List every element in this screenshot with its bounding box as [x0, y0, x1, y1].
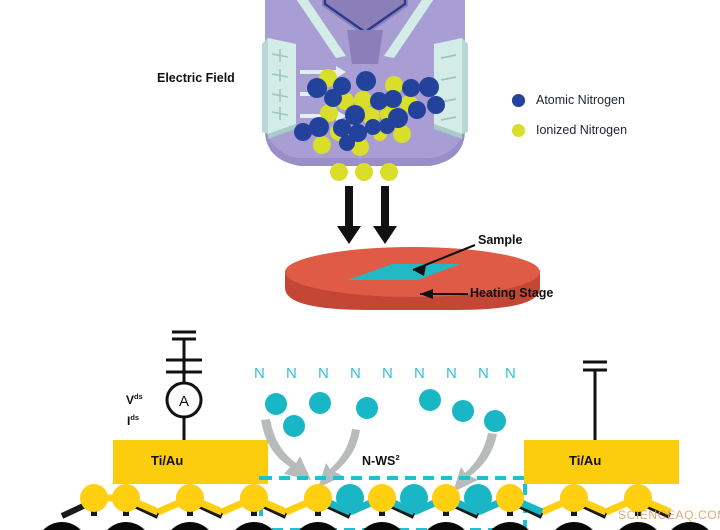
fet-device: A N N N N N N N N N [43, 330, 709, 530]
drain-source-voltage-label: Vds [126, 392, 143, 407]
particle-legend: Atomic Nitrogen Ionized Nitrogen [511, 88, 701, 148]
tungsten-atom [671, 522, 709, 530]
tungsten-atom [235, 522, 273, 530]
nitrogen-letter: N [318, 365, 329, 382]
nitrogen-letter: N [446, 365, 457, 382]
tungsten-atom [299, 522, 337, 530]
sulfur-atom [112, 484, 140, 512]
nitrogen-letter-row: N N N N N N N N N [254, 365, 516, 382]
nitrogen-letter: N [414, 365, 425, 382]
nitrogen-dopant-atom [336, 484, 364, 512]
heating-stage-pointer [420, 289, 468, 299]
heating-stage-label: Heating Stage [470, 286, 554, 300]
voltage-symbol: V [126, 393, 135, 407]
nitrogen-letter: N [382, 365, 393, 382]
ammeter-symbol-text: A [179, 393, 189, 410]
crystal-lattice [43, 484, 709, 530]
sample-chip [348, 264, 460, 280]
deposition-arrows [337, 186, 397, 244]
nitrogen-dopant-atom [400, 484, 428, 512]
atomic-nitrogen-icon [511, 93, 526, 107]
sulfur-atom [496, 484, 524, 512]
anode-plate [262, 38, 296, 139]
current-subscript: ds [130, 413, 140, 422]
legend-label-ionized-nitrogen: Ionized Nitrogen [536, 123, 628, 137]
plasma-chamber [262, 0, 468, 181]
tungsten-atom [171, 522, 209, 530]
funnel-guide-right [384, 0, 434, 58]
tungsten-atom [427, 522, 465, 530]
sulfur-atom [80, 484, 108, 512]
sulfur-atom [560, 484, 588, 512]
funnel-guide-left [296, 0, 346, 58]
sulfur-atom [432, 484, 460, 512]
drain-source-current-label: Ids [127, 413, 139, 428]
tungsten-atom [619, 522, 657, 530]
legend-item-ionized-nitrogen: Ionized Nitrogen [511, 118, 701, 142]
lattice-tungsten-row [43, 522, 709, 530]
incoming-nitrogen-atoms [265, 389, 506, 437]
sulfur-atom [240, 484, 268, 512]
sulfur-atom [624, 484, 652, 512]
heating-stage-assembly [285, 244, 540, 310]
left-electrode-label: Ti/Au [151, 453, 184, 468]
nitrogen-letter: N [254, 365, 265, 382]
legend-label-atomic-nitrogen: Atomic Nitrogen [536, 93, 625, 107]
nitrogen-letter: N [350, 365, 361, 382]
nozzle-stem [347, 30, 383, 64]
right-ground [583, 360, 607, 442]
electric-field-label: Electric Field [157, 71, 235, 85]
escaping-ion-group [330, 163, 398, 181]
sulfur-atom [304, 484, 332, 512]
tungsten-atom [363, 522, 401, 530]
atomic-nitrogen-group [294, 71, 445, 151]
nozzle-body [322, 0, 408, 36]
ammeter: A [165, 381, 203, 442]
lattice-top-atoms [80, 484, 652, 512]
ionized-nitrogen-icon [511, 123, 526, 137]
left-electrode [113, 440, 268, 484]
nitrogen-letter: N [505, 365, 516, 382]
bias-circuit [166, 330, 202, 382]
tungsten-atom [491, 522, 529, 530]
sample-pointer [412, 244, 476, 276]
anode-plus-symbols [271, 49, 289, 120]
channel-subscript: 2 [395, 453, 400, 462]
nitrogen-letter: N [286, 365, 297, 382]
tungsten-atom [43, 522, 81, 530]
tungsten-atom [555, 522, 593, 530]
nitrogen-dopant-atom [464, 484, 492, 512]
right-electrode [524, 440, 679, 484]
nitrogen-letter: N [478, 365, 489, 382]
legend-item-atomic-nitrogen: Atomic Nitrogen [511, 88, 701, 112]
chamber-bottom-shade [265, 118, 465, 166]
current-symbol: I [127, 414, 131, 428]
sample-label: Sample [478, 233, 523, 247]
sulfur-atom [176, 484, 204, 512]
channel-material-label: N-WS2 [362, 453, 400, 468]
voltage-subscript: ds [134, 392, 143, 401]
sulfur-atom [368, 484, 396, 512]
cathode-plate [434, 38, 468, 139]
tungsten-atom [107, 522, 145, 530]
right-electrode-label: Ti/Au [569, 453, 602, 468]
channel-symbol: N-WS [362, 454, 396, 469]
